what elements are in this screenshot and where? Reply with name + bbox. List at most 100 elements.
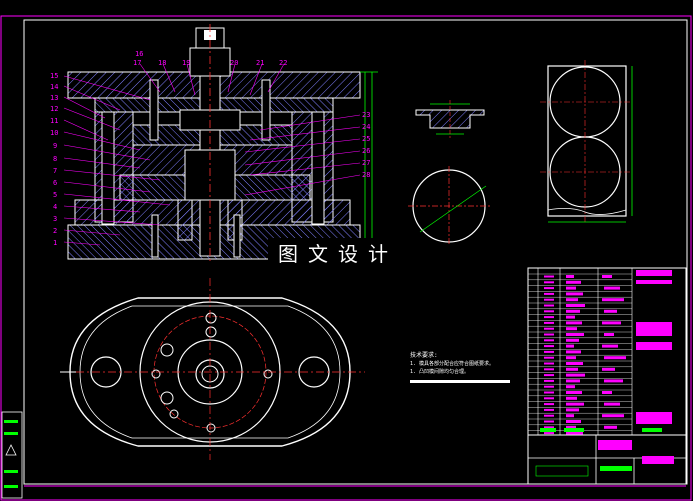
strip-layout-view xyxy=(540,60,633,223)
bom-cell-mark xyxy=(544,356,554,359)
callout-top-17: 17 xyxy=(133,59,141,67)
bom-cell-mark xyxy=(602,414,624,418)
callout-left-11: 11 xyxy=(50,117,58,125)
drawing-frame xyxy=(0,15,692,501)
bom-cell-mark xyxy=(544,327,554,330)
bom-cell-mark xyxy=(544,345,554,348)
bom-cell-mark xyxy=(602,391,612,394)
part-detail-flange xyxy=(415,100,485,138)
bom-cell-mark xyxy=(604,379,623,383)
callout-labels: 15 14 13 12 11 10 9 8 7 6 5 4 3 2 1 16 1… xyxy=(50,50,370,247)
bom-cell-mark xyxy=(566,414,574,418)
callout-left-12: 12 xyxy=(50,105,58,113)
callout-left-13: 13 xyxy=(50,94,58,102)
bom-cell-mark xyxy=(566,391,582,394)
bom-cell-mark xyxy=(544,298,554,301)
bom-cell-mark xyxy=(544,350,554,353)
callout-right-26: 26 xyxy=(362,147,370,155)
bom-cell-mark xyxy=(604,286,620,290)
bom-cell-mark xyxy=(544,391,554,394)
bom-cell-mark xyxy=(566,373,585,377)
bom-cell-mark xyxy=(604,402,620,406)
notes-line-2: 1. 凸凹模间隙均匀合理。 xyxy=(410,369,470,375)
callout-top-16: 16 xyxy=(135,50,143,58)
notes-line-1: 1. 模具各部分配合应符合图纸要求。 xyxy=(410,361,495,367)
bom-cell-mark xyxy=(566,315,575,319)
bom-cell-mark xyxy=(566,402,584,406)
bom-cell-mark xyxy=(544,339,554,342)
callout-right-25: 25 xyxy=(362,135,370,143)
callout-left-7: 7 xyxy=(53,167,57,175)
bom-cell-mark xyxy=(566,356,576,360)
callout-left-15: 15 xyxy=(50,72,58,80)
callout-top-21: 21 xyxy=(256,59,264,67)
bom-cell-mark xyxy=(544,287,554,290)
callout-left-4: 4 xyxy=(53,203,57,211)
bom-cell-mark xyxy=(566,327,577,331)
callout-left-2: 2 xyxy=(53,227,57,235)
front-section-view xyxy=(63,24,378,262)
callout-left-6: 6 xyxy=(53,179,57,187)
bom-cell-mark xyxy=(566,321,582,325)
bom-cell-mark xyxy=(566,350,581,354)
bom-cell-mark xyxy=(566,385,575,389)
bom-cell-mark xyxy=(544,368,554,371)
bom-cell-mark xyxy=(566,298,578,302)
bom-cell-mark xyxy=(604,425,617,429)
bom-cell-mark xyxy=(604,333,614,336)
callout-left-14: 14 xyxy=(50,83,58,91)
bom-cell-mark xyxy=(604,309,617,313)
bom-cell-mark xyxy=(566,304,585,307)
bom-cell-mark xyxy=(544,379,554,382)
bom-cell-mark xyxy=(602,344,618,348)
bom-cell-mark xyxy=(544,310,554,313)
callout-left-9: 9 xyxy=(53,142,57,150)
bom-cell-mark xyxy=(544,333,554,336)
bom-cell-mark xyxy=(566,309,580,313)
technical-notes: 技术要求: 1. 模具各部分配合应符合图纸要求。 1. 凸凹模间隙均匀合理。 xyxy=(410,352,520,383)
callout-right-27: 27 xyxy=(362,159,370,167)
bom-cell-mark xyxy=(544,362,554,365)
bom-cell-mark xyxy=(544,316,554,319)
bom-cell-mark xyxy=(544,403,554,406)
bom-cell-mark xyxy=(602,275,612,278)
bom-cell-mark xyxy=(544,281,554,284)
bom-cell-mark xyxy=(544,432,554,435)
bom-cell-mark xyxy=(544,414,554,417)
bom-cell-mark xyxy=(566,431,583,435)
bom-cell-mark xyxy=(566,408,579,412)
bom-cell-mark xyxy=(566,425,576,429)
bom-cell-mark xyxy=(602,321,621,325)
callout-right-28: 28 xyxy=(362,171,370,179)
callout-left-3: 3 xyxy=(53,215,57,223)
notes-title: 技术要求: xyxy=(410,352,438,359)
bom-cell-mark xyxy=(544,385,554,388)
watermark-text: 图文设计 xyxy=(268,238,408,270)
bom-cell-mark xyxy=(566,286,576,290)
callout-top-18: 18 xyxy=(158,59,166,67)
bom-cell-mark xyxy=(544,292,554,295)
bom-cell-mark xyxy=(544,420,554,423)
callout-left-5: 5 xyxy=(53,191,57,199)
bom-cell-mark xyxy=(604,356,626,360)
blank-circle-view xyxy=(408,166,490,246)
bom-cell-mark xyxy=(566,275,574,278)
bom-cell-mark xyxy=(602,367,615,371)
callout-top-20: 20 xyxy=(230,59,238,67)
bom-cell-mark xyxy=(602,298,624,302)
callout-left-8: 8 xyxy=(53,155,57,163)
bom-cell-mark xyxy=(544,426,554,429)
title-block xyxy=(527,267,687,485)
bom-cell-mark xyxy=(566,367,578,371)
bom-cell-mark xyxy=(544,374,554,377)
callout-right-23: 23 xyxy=(362,111,370,119)
bom-cell-mark xyxy=(566,344,574,348)
bom-cell-mark xyxy=(544,275,554,278)
bom-cell-mark xyxy=(566,379,580,383)
bom-cell-mark xyxy=(566,333,584,336)
bom-cell-mark xyxy=(544,397,554,400)
bom-cell-mark xyxy=(566,396,577,400)
bom-cell-mark xyxy=(544,321,554,324)
callout-left-1: 1 xyxy=(53,239,57,247)
plan-view xyxy=(60,278,365,460)
